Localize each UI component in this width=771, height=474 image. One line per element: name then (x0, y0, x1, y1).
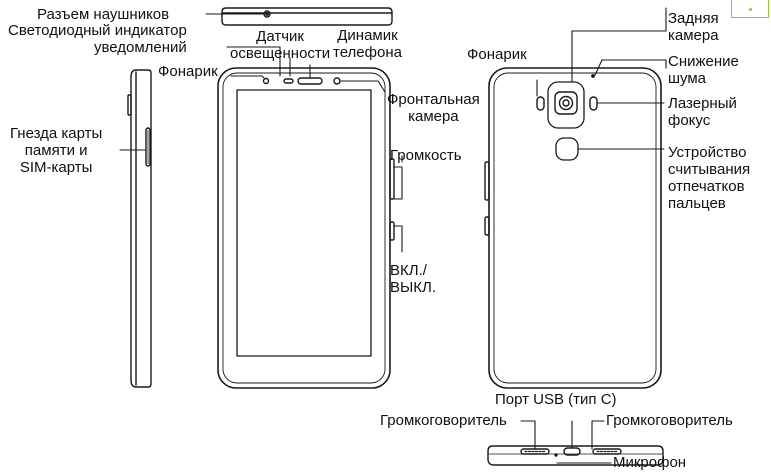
front-screen (236, 89, 372, 357)
right-speaker-grille (592, 448, 622, 455)
label-fingerprint: Устройство считывания отпечатков пальцев (668, 144, 751, 212)
label-power: ВКЛ./ ВЫКЛ. (390, 262, 437, 296)
label-light-sensor: Датчик освещенности (230, 28, 331, 62)
label-laser-focus: Лазерный фокус (668, 95, 737, 129)
label-speaker-left: Громкоговоритель (380, 412, 507, 429)
label-noise-reduction: Снижение шума (668, 53, 739, 87)
label-led-indicator: Светодиодный индикатор уведомлений (8, 22, 187, 56)
label-volume: Громкость (390, 147, 462, 164)
volume-button (389, 158, 395, 200)
led-light-sensor (283, 78, 294, 84)
microphone-hole (554, 453, 558, 457)
label-usb-port: Порт USB (тип C) (495, 391, 617, 408)
label-card-slot: Гнезда карты памяти и SIM-карты (10, 125, 103, 176)
callout-lines (119, 7, 667, 464)
earpiece (297, 77, 323, 85)
label-microphone: Микрофон (613, 454, 687, 471)
noise-mic (591, 74, 595, 78)
side-key (127, 94, 132, 116)
label-phone-speaker: Динамик телефона (333, 27, 402, 61)
laser-focus-sensor (589, 96, 598, 111)
front-flash-dot (262, 77, 270, 85)
label-headphone-jack: Разъем наушников (37, 6, 170, 23)
label-flashlight-back: Фонарик (467, 46, 527, 63)
label-flashlight-front: Фонарик (158, 63, 218, 80)
corner-badge (731, 0, 769, 18)
rear-flash (536, 96, 545, 111)
label-front-camera: Фронтальная камера (387, 91, 480, 125)
back-view (484, 67, 662, 389)
corner-badge-dot (749, 8, 752, 11)
rear-camera-module (547, 81, 585, 129)
back-body (488, 67, 662, 389)
label-rear-camera: Задняя камера (668, 10, 719, 44)
front-body (217, 67, 391, 389)
front-camera-lens (333, 77, 341, 85)
label-speaker-right: Громкоговоритель (606, 412, 733, 429)
front-view (217, 67, 395, 389)
fingerprint-sensor (555, 137, 579, 161)
side-view (127, 69, 152, 388)
power-button (389, 221, 395, 241)
card-slot-tray (145, 127, 151, 167)
top-edge-view (221, 7, 393, 26)
